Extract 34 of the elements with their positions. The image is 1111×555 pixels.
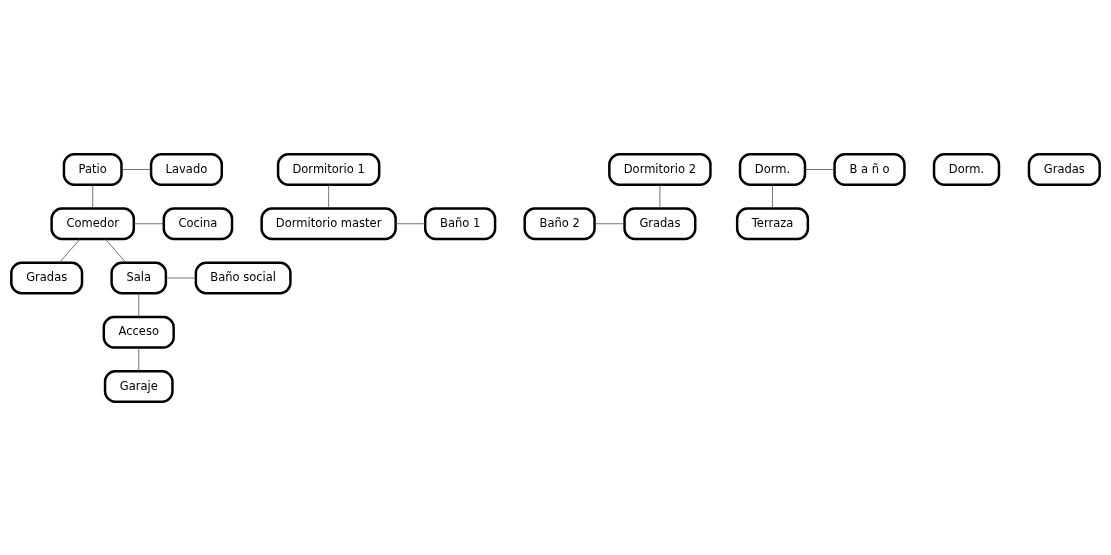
node-box: Gradas [1027,152,1101,186]
node-box: Dormitorio master [260,206,397,240]
node-box: Garaje [103,369,174,403]
node-box: Baño 1 [423,206,497,240]
connector [59,238,81,263]
node-box: Baño social [194,261,292,294]
node-box: Sala [110,261,168,294]
node-box: Patio [62,152,123,186]
node-box: Gradas [623,206,697,240]
node-box: Comedor [50,206,136,240]
node-box: Cocina [162,206,234,240]
connector [105,238,127,263]
node-box: Dorm. [932,152,1001,186]
node-box: Dorm. [738,152,807,186]
node-box: Lavado [149,152,223,186]
node-box: B a ñ o [833,152,906,186]
node-box: Gradas [10,261,84,294]
connector [594,222,625,224]
connector [92,184,94,209]
node-box: Dormitorio 1 [276,152,381,186]
node-box: Baño 2 [523,206,596,240]
connector [138,292,140,317]
connector [395,222,426,224]
connector [165,277,197,278]
node-box: Acceso [102,315,175,349]
connector [328,184,330,209]
connector [804,168,835,170]
connector [133,222,165,224]
connector [659,184,661,209]
connector [121,168,152,170]
connector [772,184,773,209]
node-box: Terraza [735,206,810,240]
node-box: Dormitorio 2 [608,152,712,186]
connector [138,346,140,372]
